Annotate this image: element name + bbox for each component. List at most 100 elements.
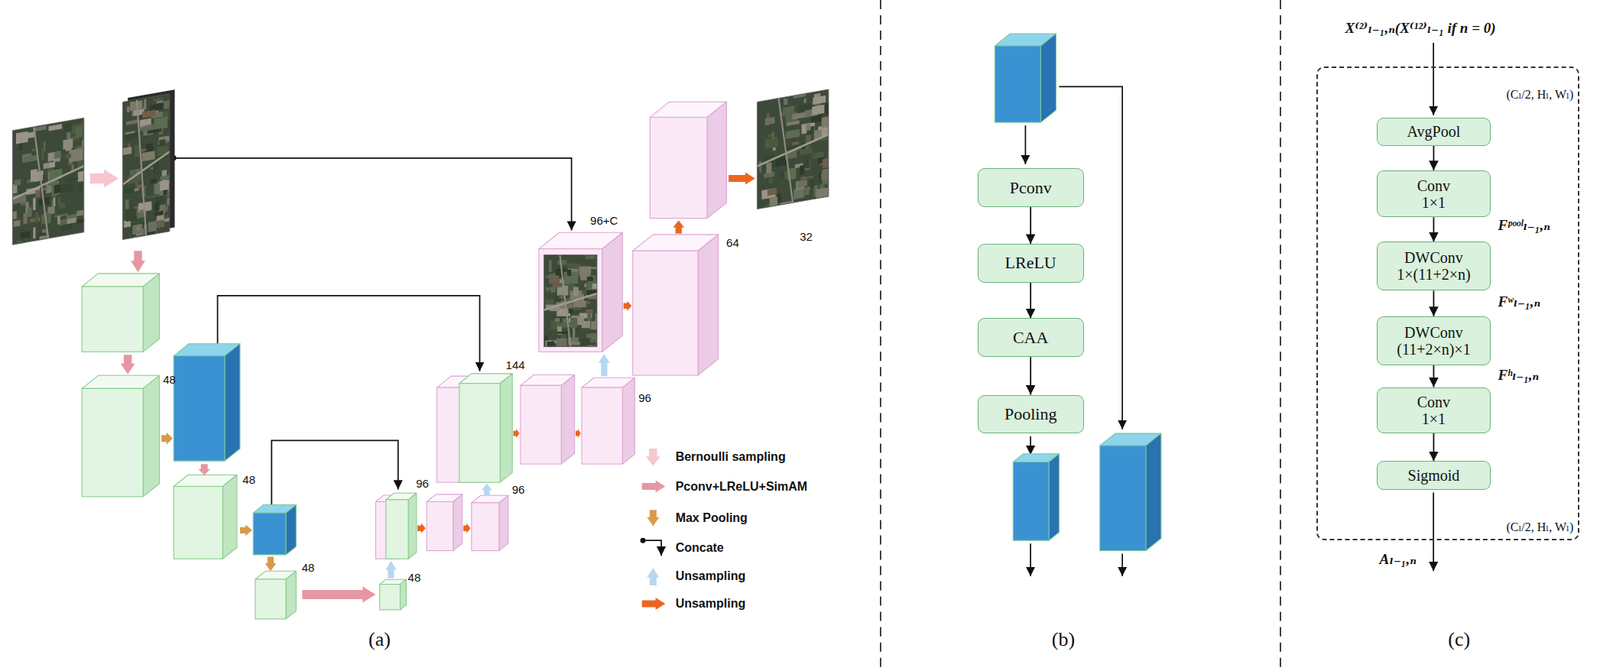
- image-patch: [152, 162, 159, 176]
- feature-map-face: [602, 232, 624, 352]
- image-patch: [79, 183, 84, 192]
- feature-map-face: [399, 579, 406, 611]
- channel-count: 96+C: [590, 214, 618, 228]
- image-patch: [799, 147, 812, 156]
- decoder-arrow: [513, 428, 520, 439]
- feature-map-face: [253, 512, 286, 555]
- artwork: [12, 0, 1434, 671]
- image-patch: [545, 275, 559, 279]
- image-patch: [136, 225, 141, 231]
- label-text: (c): [1447, 628, 1471, 651]
- image-patch: [585, 309, 593, 314]
- feature-map: [81, 273, 160, 352]
- label-text: Fᵖᵒᵒˡₗ₋₁,ₙ: [1498, 217, 1551, 234]
- label-text: X⁽²⁾ₗ₋₁,ₙ(X⁽¹²⁾ₗ₋₁ if n = 0): [1345, 19, 1497, 36]
- image-patch: [166, 191, 169, 198]
- channel-count: 96: [512, 483, 526, 497]
- image-patch: [77, 217, 85, 224]
- feature-map: [520, 375, 575, 465]
- panel-separator: [1279, 0, 1282, 671]
- feature-map: [632, 234, 719, 376]
- input-feature: [994, 33, 1056, 123]
- channel-count: 64: [726, 236, 740, 250]
- image-patch: [804, 159, 811, 171]
- image-patch: [134, 188, 140, 192]
- feature-map-face: [471, 503, 500, 552]
- image-patch: [573, 301, 587, 309]
- image-patch: [772, 131, 775, 140]
- feature-map-face: [222, 475, 237, 560]
- flow-connector: [1029, 356, 1032, 395]
- image-patch: [13, 220, 21, 228]
- feature-map: [649, 101, 727, 218]
- flow-connector: [1433, 290, 1435, 316]
- image-patch: [556, 338, 568, 348]
- arrow-line: [1121, 554, 1123, 577]
- image-patch: [125, 132, 140, 141]
- feature-map-face: [520, 385, 562, 465]
- feature-map-face: [426, 501, 454, 551]
- image-patch: [154, 183, 161, 195]
- image-patch: [791, 112, 805, 121]
- feature-map-face: [707, 101, 727, 218]
- image-patch: [580, 338, 591, 346]
- box-text: Sigmoid: [1408, 467, 1461, 484]
- image-patch: [67, 217, 77, 225]
- process-box: Pooling: [977, 395, 1084, 435]
- image-road: [559, 255, 571, 348]
- image-patch: [76, 209, 85, 217]
- feature-map-face: [408, 493, 417, 559]
- image-road: [122, 151, 169, 185]
- feature-map-face: [1012, 461, 1049, 541]
- image-patch: [32, 227, 36, 239]
- legend-text: Concate: [675, 541, 724, 555]
- image-patch: [590, 338, 598, 343]
- image-patch: [54, 184, 61, 194]
- image-patch: [48, 162, 56, 169]
- image-patch: [810, 179, 814, 189]
- image-patch: [126, 208, 137, 222]
- image-road: [756, 134, 828, 167]
- legend-entry: Max Pooling: [675, 511, 748, 526]
- legend-entry: Pconv+LReLU+SimAM: [675, 480, 808, 494]
- image-patch: [64, 122, 72, 132]
- skip-connection: [217, 295, 481, 372]
- tensor-shape: (Cₗ/2, Hₗ, Wₗ): [1505, 520, 1574, 534]
- image-patch: [126, 106, 130, 113]
- shape-annotation: (Cₗ/2, Hₗ, Wₗ): [1505, 520, 1574, 535]
- decoder-arrow: [417, 523, 426, 534]
- image-patch: [35, 212, 39, 224]
- channel-count: 48: [408, 571, 422, 585]
- arrow-line: [1432, 42, 1435, 116]
- feature-map: [253, 505, 296, 555]
- image-patch: [143, 98, 147, 110]
- feature-symbol: Fʷₗ₋₁,ₙ: [1498, 293, 1542, 311]
- feature-map-face: [173, 486, 223, 559]
- image-patch: [142, 150, 156, 162]
- box-text: Conv 1×1: [1417, 393, 1451, 428]
- legend-sample: [642, 480, 666, 493]
- flow-connector: [1433, 365, 1435, 388]
- pconv-arrow: [301, 586, 376, 603]
- process-box: Conv 1×1: [1376, 387, 1492, 434]
- label-text: Fʰₗ₋₁,ₙ: [1498, 366, 1540, 383]
- box-text: AvgPool: [1407, 123, 1461, 140]
- image-patch: [777, 193, 781, 203]
- image-patch: [785, 129, 800, 140]
- image-patch: [47, 205, 55, 215]
- pooled-feature: [1012, 454, 1059, 541]
- feature-map-face: [622, 377, 635, 465]
- decoder-arrow: [728, 172, 756, 185]
- image-patch: [768, 133, 773, 138]
- flow-connector: [1029, 282, 1032, 319]
- upsampling-arrow: [385, 561, 397, 579]
- pooling-arrow: [161, 432, 173, 445]
- image-road: [544, 293, 598, 311]
- image-patch: [801, 176, 806, 182]
- box-text: Pconv: [1009, 178, 1052, 198]
- image-patch: [572, 327, 575, 339]
- image-patch: [57, 215, 61, 224]
- image-patch: [12, 210, 17, 220]
